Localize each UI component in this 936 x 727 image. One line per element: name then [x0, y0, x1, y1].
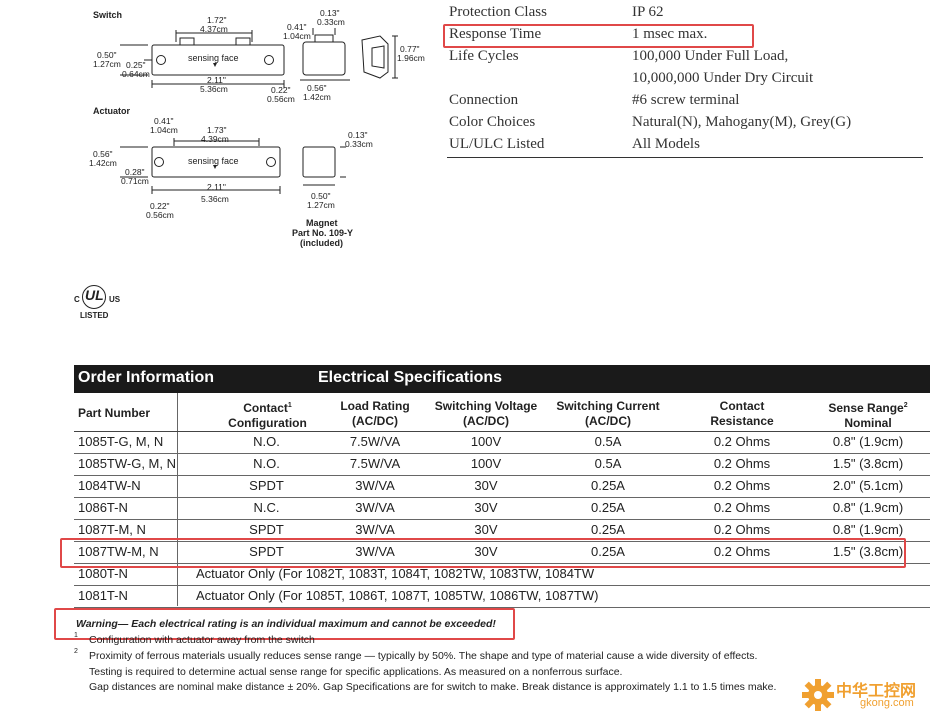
ul-c-mark: C	[74, 295, 80, 304]
ul-us-mark: US	[109, 295, 121, 304]
dim-label: 0.71cm	[121, 176, 149, 186]
dim-label: 0.41"	[287, 22, 307, 32]
spec-value: All Models	[632, 136, 700, 152]
spec-label: Protection Class	[449, 4, 547, 20]
dim-label: 4.37cm	[200, 24, 228, 34]
spec-value: #6 screw terminal	[632, 92, 740, 108]
dim-label: 1.04cm	[283, 31, 311, 41]
sensing-face-label: sensing face	[188, 156, 239, 166]
col-load-rating: Load Rating (AC/DC)	[340, 399, 410, 428]
footnote-1: Configuration with actuator away from th…	[89, 634, 315, 646]
dim-label: 5.36cm	[200, 84, 228, 94]
actuator-title: Actuator	[93, 106, 131, 116]
dim-label: 0.22"	[150, 201, 170, 211]
ul-logo-text: UL	[85, 287, 104, 303]
spec-divider	[447, 157, 923, 158]
table-row: 1085TW-G, M, N N.O. 7.5W/VA 100V 0.5A 0.…	[74, 453, 930, 476]
dim-label: 1.96cm	[397, 53, 425, 63]
dim-label: 0.50"	[97, 50, 117, 60]
dim-label: 0.77"	[400, 44, 420, 54]
order-information-title: Order Information	[78, 369, 215, 386]
dim-label: 0.56cm	[267, 94, 295, 104]
gear-icon	[802, 679, 834, 711]
sensing-face-label: sensing face	[188, 53, 239, 63]
table-row: 1084TW-N SPDT 3W/VA 30V 0.25A 0.2 Ohms 2…	[74, 475, 930, 498]
dim-label: 1.73"	[207, 125, 227, 135]
dim-label: 0.22"	[271, 85, 291, 95]
footnote-2-line2: Testing is required to determine actual …	[89, 666, 623, 678]
spec-label: Response Time	[449, 26, 542, 42]
dim-label: 0.25"	[126, 60, 146, 70]
spec-value: 10,000,000 Under Dry Circuit	[632, 70, 814, 86]
dim-label: 0.33cm	[317, 17, 345, 27]
spec-value: 100,000 Under Full Load,	[632, 48, 789, 64]
warning-highlight	[54, 608, 515, 640]
spec-label: Color Choices	[449, 114, 536, 130]
magnet-included: (included)	[300, 238, 343, 248]
dim-label: 0.28"	[125, 167, 145, 177]
dim-label: 0.64cm	[122, 69, 150, 79]
col-switching-current: Switching Current (AC/DC)	[556, 399, 660, 428]
spec-value: Natural(N), Mahogany(M), Grey(G)	[632, 114, 852, 130]
response-time-highlight	[443, 24, 754, 48]
spec-value: 1 msec max.	[632, 26, 708, 42]
dim-label: 0.13"	[320, 8, 340, 18]
col-contact-resistance: Contact Resistance	[710, 399, 774, 428]
footnote-2-line3: Gap distances are nominal make distance …	[89, 681, 777, 693]
table-row: 1085T-G, M, N N.O. 7.5W/VA 100V 0.5A 0.2…	[74, 431, 930, 454]
spec-label: Connection	[449, 92, 519, 108]
watermark-cn: 中华工控网	[836, 683, 917, 700]
col-sense-range: Sense Range2 Nominal	[828, 401, 908, 430]
dim-label: 0.41"	[154, 116, 174, 126]
dim-label: 0.56cm	[146, 210, 174, 220]
table-row: 1080T-N Actuator Only (For 1082T, 1083T,…	[74, 563, 930, 586]
dim-label: 2.11"	[207, 75, 226, 85]
dim-label: 1.27cm	[307, 200, 335, 210]
electrical-specifications-title: Electrical Specifications	[318, 369, 503, 386]
spec-label: Life Cycles	[449, 48, 519, 64]
table-row: 1086T-N N.C. 3W/VA 30V 0.25A 0.2 Ohms 0.…	[74, 497, 930, 520]
footnote-2: Proximity of ferrous materials usually r…	[89, 650, 758, 662]
dim-label: 0.50"	[311, 191, 331, 201]
watermark-url: gkong.com	[860, 697, 914, 709]
dim-label: 1.42cm	[89, 158, 117, 168]
table-row: 1087T-M, N SPDT 3W/VA 30V 0.25A 0.2 Ohms…	[74, 519, 930, 542]
dimension-lines	[120, 28, 398, 194]
dim-label: 5.36cm	[201, 194, 229, 204]
warning-text: Warning— Each electrical rating is an in…	[76, 618, 496, 630]
dim-label: 1.72"	[207, 15, 227, 25]
col-switching-voltage: Switching Voltage (AC/DC)	[434, 399, 538, 428]
col-part-number: Part Number	[78, 406, 151, 420]
dim-label: 4.39cm	[201, 134, 229, 144]
ul-listed-label: LISTED	[80, 311, 109, 320]
table-row: 1081T-N Actuator Only (For 1085T, 1086T,…	[74, 585, 930, 608]
row-highlight	[60, 538, 906, 568]
dim-label: 0.33cm	[345, 139, 373, 149]
dim-label: 0.13"	[348, 130, 368, 140]
magnet-part-number: Part No. 109-Y	[292, 228, 354, 238]
table-row: 1087TW-M, N SPDT 3W/VA 30V 0.25A 0.2 Ohm…	[74, 541, 930, 564]
switch-title: Switch	[93, 10, 123, 20]
spec-label: UL/ULC Listed	[449, 136, 545, 152]
table-header-bar: Order Information Electrical Specificati…	[74, 365, 930, 393]
column-divider	[177, 393, 178, 606]
col-contact-configuration: Contact1 Configuration	[228, 401, 307, 430]
spec-value: IP 62	[632, 4, 664, 20]
dim-label: 0.56"	[307, 83, 327, 93]
dim-label: 1.42cm	[303, 92, 331, 102]
dim-label: 2.11"	[207, 182, 226, 192]
dim-label: 1.04cm	[150, 125, 178, 135]
magnet-title: Magnet	[306, 218, 338, 228]
dim-label: 0.56"	[93, 149, 113, 159]
dim-label: 1.27cm	[93, 59, 121, 69]
